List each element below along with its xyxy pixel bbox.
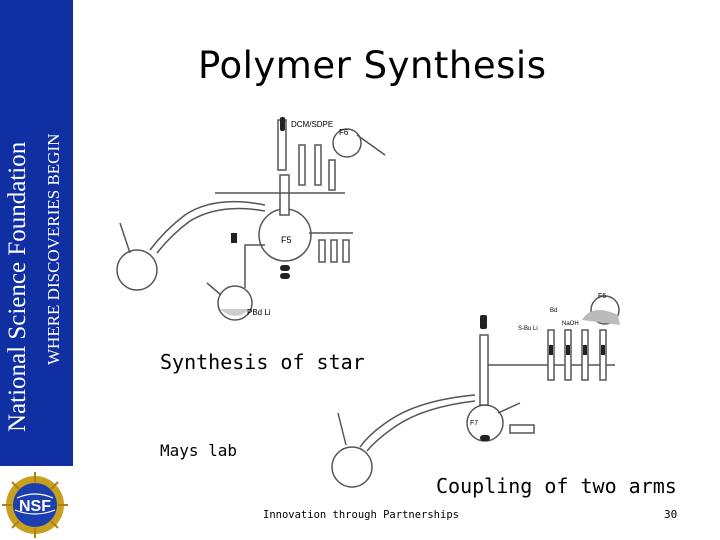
logo-text: NSF: [19, 498, 51, 515]
caption-synthesis-of-star: Synthesis of star: [160, 350, 365, 374]
label-naoh: NaOH: [562, 321, 579, 327]
organization-name: National Science Foundation: [4, 141, 31, 432]
page-number: 30: [664, 508, 678, 521]
flask-left-bottom: [331, 446, 373, 488]
label-bd: Bd: [550, 308, 557, 314]
caption-coupling-of-two-arms: Coupling of two arms: [436, 474, 677, 498]
star-synthesis-apparatus-diagram: DCM/SDPE F6 F5 PBd Li: [116, 117, 386, 321]
nsf-logo: NSF: [2, 472, 68, 538]
footer-text: Innovation through Partnerships: [263, 509, 459, 521]
coupling-apparatus-diagram: F6 Bd NaOH S-Bu Li F7: [331, 293, 620, 488]
label-dcm-sdpe: DCM/SDPE: [291, 120, 333, 129]
flask-f6: [332, 128, 362, 158]
organization-tagline: WHERE DISCOVERIES BEGIN: [44, 133, 63, 365]
sidebar-banner: National Science Foundation WHERE DISCOV…: [0, 0, 73, 466]
flask-left: [116, 249, 158, 291]
caption-mays-lab: Mays lab: [160, 441, 238, 460]
label-f6-top: F6: [339, 128, 349, 137]
label-f6-bottom: F6: [598, 293, 606, 300]
slide-title: Polymer Synthesis: [198, 44, 547, 87]
label-s-buli: S-Bu Li: [518, 326, 538, 332]
label-f5: F5: [281, 235, 292, 245]
label-pbdli: PBd Li: [247, 308, 271, 317]
label-f7: F7: [470, 420, 478, 427]
